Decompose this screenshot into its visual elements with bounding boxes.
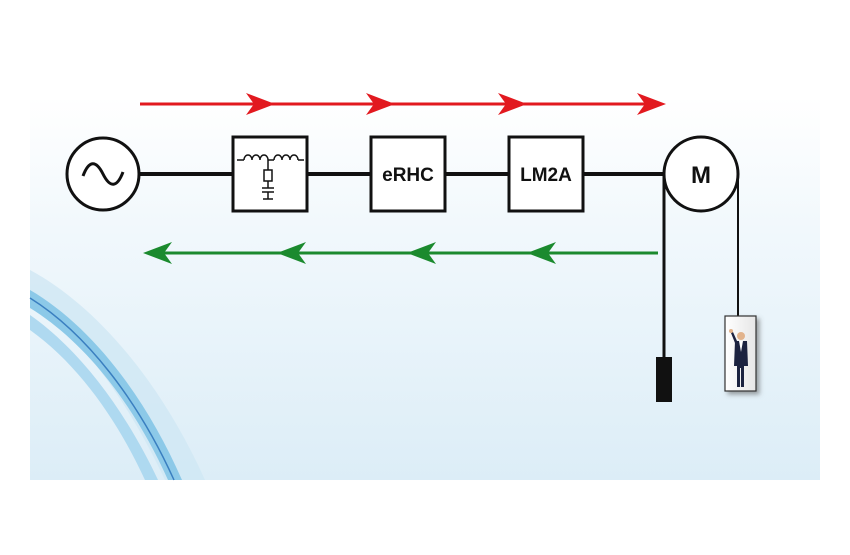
motor-icon: M [662,135,740,213]
background-top [30,25,820,100]
motor-label: M [691,162,711,189]
counterweight-icon [656,357,672,402]
arrowhead-right-icon [498,93,527,115]
regenerative-energy-arrow [143,242,658,264]
lm2a-label: LM2A [520,165,572,186]
decorative-wave [29,270,205,481]
filter-circuit-icon [237,154,304,200]
lm2a-block: LM2A [507,135,585,213]
arrowhead-right-icon [637,93,666,115]
filter-block [231,135,309,213]
erhc-block: eRHC [369,135,447,213]
arrowhead-left-icon [277,242,306,264]
erhc-label: eRHC [382,165,434,186]
arrowhead-left-icon [527,242,556,264]
arrowhead-left-icon [143,242,172,264]
ac-source-icon [65,136,141,212]
arrowhead-right-icon [366,93,395,115]
arrowhead-right-icon [246,93,275,115]
forward-energy-arrow [140,93,666,115]
arrowhead-left-icon [407,242,436,264]
person-icon [729,329,748,387]
